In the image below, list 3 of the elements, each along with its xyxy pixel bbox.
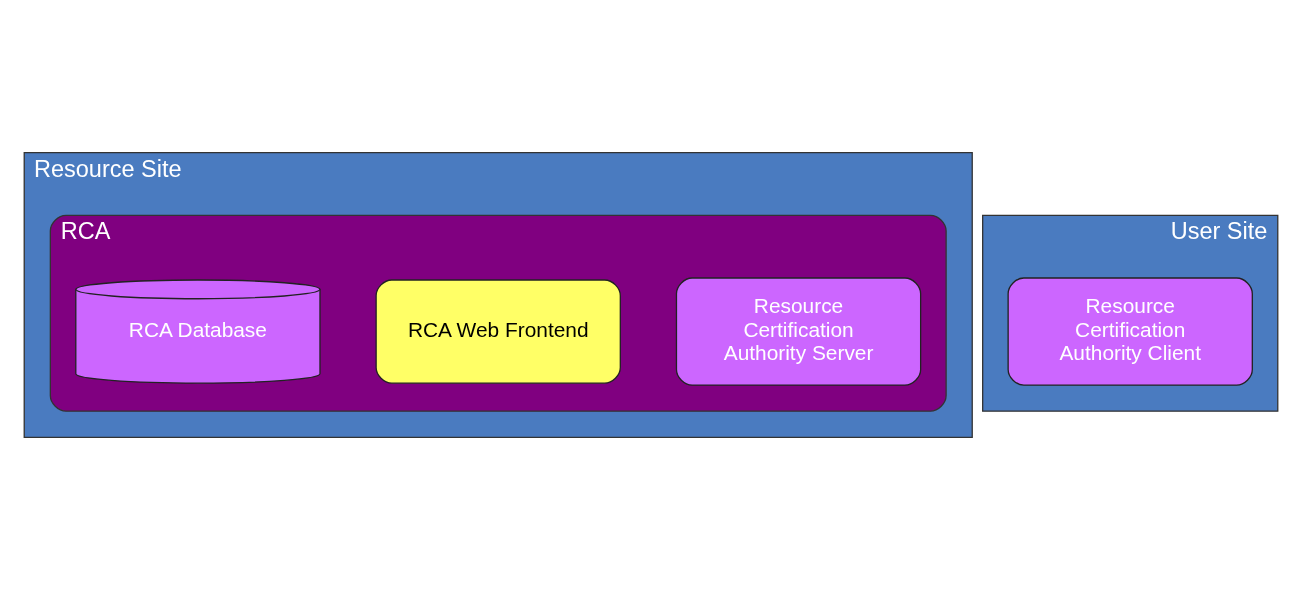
node-box: Resource Certification Authority Client (1007, 276, 1253, 386)
node-box: Resource Certification Authority Server (675, 276, 922, 386)
node-box: RCA Web Frontend (375, 278, 621, 384)
